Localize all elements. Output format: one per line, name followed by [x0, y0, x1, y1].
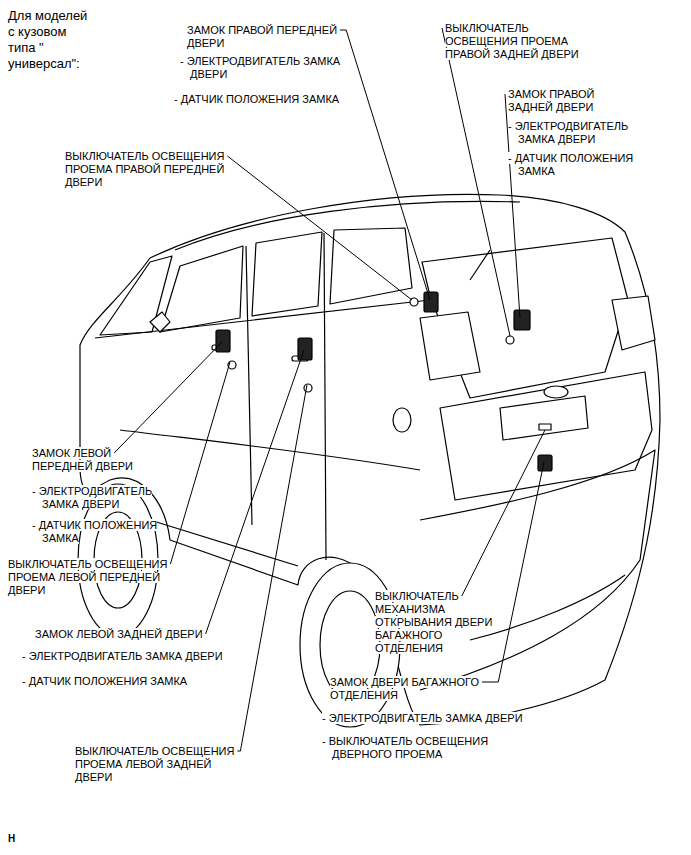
part-label: ВЫКЛЮЧАТЕЛЬ ОСВЕЩЕНИЯ ПРОЕМА ПРАВОЙ ПЕРЕ… [65, 150, 224, 188]
part-label: ЗАМОК ДВЕРИ БАГАЖНОГО ОТДЕЛЕНИЯ [330, 676, 479, 701]
leader-line [227, 156, 412, 300]
leader-line [237, 385, 307, 751]
part-label: - ДАТЧИК ПОЛОЖЕНИЯ ЗАМКА [174, 93, 339, 105]
part-label: ВЫКЛЮЧАТЕЛЬ ОСВЕЩЕНИЯ ПРОЕМА ЛЕВОЙ ПЕРЕД… [8, 558, 167, 596]
leader-line [462, 430, 545, 596]
part-label-block: - ЭЛЕКТРОДВИГАТЕЛЬ ЗАМКА ДВЕРИ [508, 120, 668, 146]
part-label-block: ВЫКЛЮЧАТЕЛЬ ОСВЕЩЕНИЯ ПРОЕМА ЛЕВОЙ ЗАДНЕ… [75, 745, 245, 784]
part-label-block: - ДАТЧИК ПОЛОЖЕНИЯ ЗАМКА [22, 675, 302, 688]
part-label-block: - ДАТЧИК ПОЛОЖЕНИЯ ЗАМКА [174, 93, 374, 106]
part-label: ЗАМОК ПРАВОЙ ЗАДНЕЙ ДВЕРИ [508, 88, 594, 113]
part-label-block: - ДАТЧИК ПОЛОЖЕНИЯ ЗАМКА [508, 152, 668, 178]
part-label: ЗАМОК ПРАВОЙ ПЕРЕДНЕЙ ДВЕРИ [187, 24, 337, 49]
leader-line [206, 350, 304, 634]
part-label-block: - ЭЛЕКТРОДВИГАТЕЛЬ ЗАМКА ДВЕРИ [180, 55, 380, 81]
part-label: - ЭЛЕКТРОДВИГАТЕЛЬ ЗАМКА ДВЕРИ [508, 120, 628, 145]
part-label-block: - ЭЛЕКТРОДВИГАТЕЛЬ ЗАМКА ДВЕРИ [32, 485, 192, 511]
part-label: ВЫКЛЮЧАТЕЛЬ ОСВЕЩЕНИЯ ПРОЕМА ЛЕВОЙ ЗАДНЕ… [75, 745, 234, 783]
part-label: - ДАТЧИК ПОЛОЖЕНИЯ ЗАМКА [32, 519, 157, 544]
part-label-block: ЗАМОК ДВЕРИ БАГАЖНОГО ОТДЕЛЕНИЯ [330, 676, 495, 702]
part-label: - ЭЛЕКТРОДВИГАТЕЛЬ ЗАМКА ДВЕРИ [180, 55, 340, 80]
part-label-block: - ДАТЧИК ПОЛОЖЕНИЯ ЗАМКА [32, 519, 192, 545]
leader-line [114, 342, 222, 453]
part-label-block: ЗАМОК ПРАВОЙ ЗАДНЕЙ ДВЕРИ [508, 88, 618, 114]
leader-line [482, 462, 544, 682]
part-label-block: - ЭЛЕКТРОДВИГАТЕЛЬ ЗАМКА ДВЕРИ [22, 650, 302, 663]
part-label-block: ЗАМОК ПРАВОЙ ПЕРЕДНЕЙ ДВЕРИ [187, 24, 352, 50]
part-label-block: - ВЫКЛЮЧАТЕЛЬ ОСВЕЩЕНИЯ ДВЕРНОГО ПРОЕМА [322, 735, 517, 761]
part-label: - ЭЛЕКТРОДВИГАТЕЛЬ ЗАМКА ДВЕРИ [322, 712, 523, 724]
leader-line [442, 28, 510, 336]
part-label: ЗАМОК ЛЕВОЙ ПЕРЕДНЕЙ ДВЕРИ [32, 447, 133, 472]
part-label: - ЭЛЕКТРОДВИГАТЕЛЬ ЗАМКА ДВЕРИ [32, 485, 152, 510]
part-label-block: ЗАМОК ЛЕВОЙ ЗАДНЕЙ ДВЕРИ [35, 628, 295, 641]
part-label-block: H [8, 832, 48, 845]
body-type-note-block: Для моделей с кузовом типа " универсал": [8, 8, 90, 72]
part-label: ВЫКЛЮЧАТЕЛЬ МЕХАНИЗМА ОТКРЫВАНИЯ ДВЕРИ Б… [375, 590, 492, 654]
part-label: - ЭЛЕКТРОДВИГАТЕЛЬ ЗАМКА ДВЕРИ [22, 650, 223, 662]
body-type-note: Для моделей с кузовом типа " универсал": [8, 8, 87, 71]
part-label: - ВЫКЛЮЧАТЕЛЬ ОСВЕЩЕНИЯ ДВЕРНОГО ПРОЕМА [322, 735, 488, 760]
part-label-block: ВЫКЛЮЧАТЕЛЬ ОСВЕЩЕНИЯ ПРОЕМА ЛЕВОЙ ПЕРЕД… [8, 558, 178, 597]
part-label-block: - ЭЛЕКТРОДВИГАТЕЛЬ ЗАМКА ДВЕРИ [322, 712, 612, 725]
leader-line [340, 30, 430, 300]
part-label: - ДАТЧИК ПОЛОЖЕНИЯ ЗАМКА [22, 675, 187, 687]
part-label-block: ВЫКЛЮЧАТЕЛЬ МЕХАНИЗМА ОТКРЫВАНИЯ ДВЕРИ Б… [375, 590, 500, 655]
part-label: H [8, 833, 15, 844]
part-label: ВЫКЛЮЧАТЕЛЬ ОСВЕЩЕНИЯ ПРОЕМА ПРАВОЙ ЗАДН… [445, 22, 579, 60]
part-label: - ДАТЧИК ПОЛОЖЕНИЯ ЗАМКА [508, 152, 633, 177]
part-label-block: ВЫКЛЮЧАТЕЛЬ ОСВЕЩЕНИЯ ПРОЕМА ПРАВОЙ ПЕРЕ… [65, 150, 235, 189]
part-label: ЗАМОК ЛЕВОЙ ЗАДНЕЙ ДВЕРИ [35, 628, 203, 640]
leader-line [170, 362, 230, 564]
part-label-block: ВЫКЛЮЧАТЕЛЬ ОСВЕЩЕНИЯ ПРОЕМА ПРАВОЙ ЗАДН… [445, 22, 593, 61]
part-label-block: ЗАМОК ЛЕВОЙ ПЕРЕДНЕЙ ДВЕРИ [32, 447, 152, 473]
